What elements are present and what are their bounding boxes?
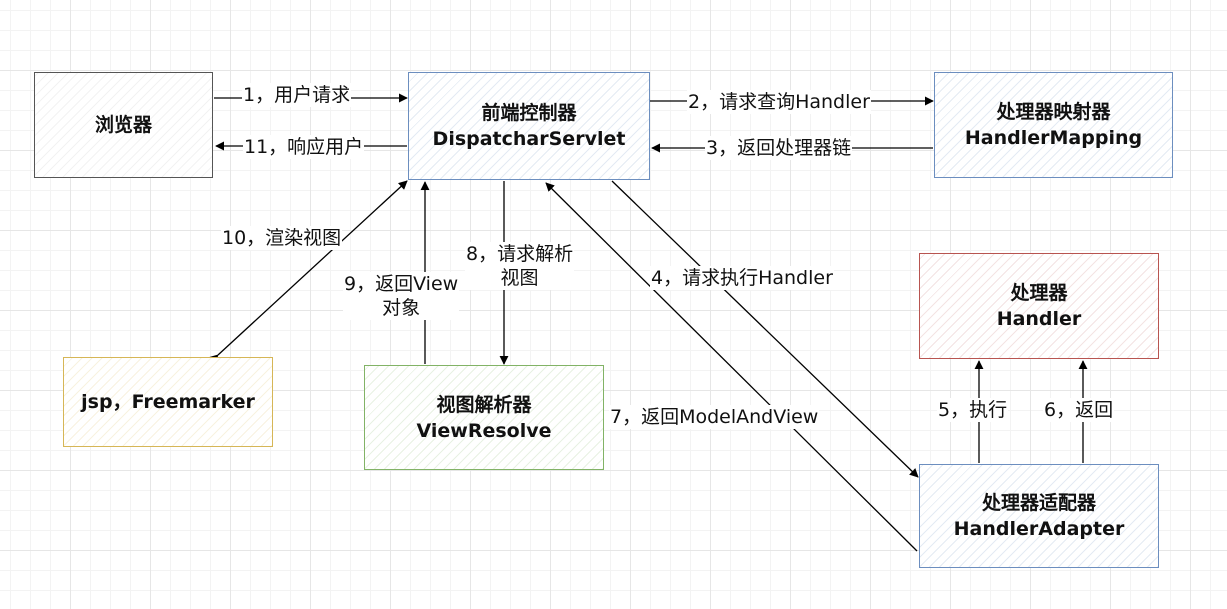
dispatcher-label-cn: 前端控制器 <box>481 102 577 124</box>
edge-8-label-line1: 8，请求解析 <box>466 243 574 265</box>
edge-4-execute-handler <box>611 180 919 478</box>
handler-node: 处理器 Handler <box>919 253 1159 359</box>
edge-7-return-modelandview <box>545 182 918 552</box>
edge-8-label-line2: 视图 <box>500 267 539 289</box>
handler-adapter-node: 处理器适配器 HandlerAdapter <box>919 464 1159 568</box>
edge-11-label: 11，响应用户 <box>243 135 365 159</box>
edge-9-label-line2: 对象 <box>382 297 421 319</box>
browser-label: 浏览器 <box>94 114 152 136</box>
view-resolver-node: 视图解析器 ViewResolve <box>364 365 604 470</box>
view-resolver-label-cn: 视图解析器 <box>436 393 532 416</box>
edge-5-label: 5，执行 <box>937 398 1009 422</box>
edge-9-label: 9，返回View 对象 <box>343 272 460 320</box>
edge-3-label: 3，返回处理器链 <box>705 136 853 160</box>
handler-label-cn: 处理器 <box>1010 282 1068 304</box>
handler-mapping-label-en: HandlerMapping <box>964 127 1143 149</box>
handler-mapping-node: 处理器映射器 HandlerMapping <box>934 72 1173 178</box>
edge-7-label: 7，返回ModelAndView <box>609 405 820 429</box>
handler-adapter-label-cn: 处理器适配器 <box>981 492 1096 514</box>
handler-mapping-label-cn: 处理器映射器 <box>996 101 1111 123</box>
view-resolver-label-en: ViewResolve <box>416 419 552 442</box>
edge-9-label-line1: 9，返回View <box>344 273 459 295</box>
handler-adapter-label-en: HandlerAdapter <box>953 518 1125 540</box>
edge-8-label: 8，请求解析 视图 <box>465 242 575 290</box>
edge-4-label: 4，请求执行Handler <box>650 266 834 290</box>
edge-6-label: 6，返回 <box>1043 398 1115 422</box>
dispatcher-label-en: DispatcharServlet <box>432 128 626 150</box>
view-engine-label: jsp，Freemarker <box>81 391 255 413</box>
edge-10-label: 10，渲染视图 <box>221 226 343 250</box>
handler-label-en: Handler <box>996 308 1082 330</box>
browser-node: 浏览器 <box>34 72 213 178</box>
view-engine-node: jsp，Freemarker <box>63 357 273 447</box>
edge-2-label: 2，请求查询Handler <box>687 90 871 114</box>
dispatcher-servlet-node: 前端控制器 DispatcharServlet <box>408 72 650 180</box>
edge-10-render-view <box>208 180 408 364</box>
edge-1-label: 1，用户请求 <box>242 83 352 107</box>
